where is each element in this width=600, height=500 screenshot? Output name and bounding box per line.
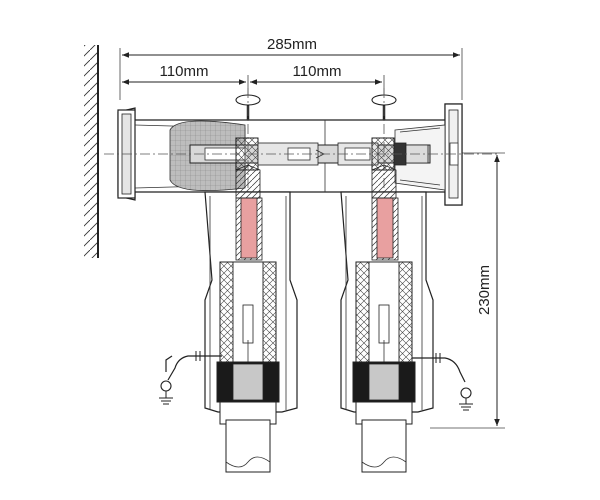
center-lines: [104, 88, 500, 470]
connecting-bolt: [189, 137, 431, 171]
dimension-lines: [119, 48, 505, 429]
mounting-wall: [84, 45, 99, 258]
right-cable-leg: [340, 164, 434, 473]
right-pitch-label: 110mm: [293, 63, 342, 80]
left-pitch-label: 110mm: [160, 63, 209, 80]
height-label: 230mm: [476, 265, 493, 315]
left-cable-leg: [204, 164, 298, 473]
overall-width-label: 285mm: [267, 36, 317, 53]
earth-lead-left: [159, 351, 222, 405]
earth-lead-right: [412, 353, 473, 411]
